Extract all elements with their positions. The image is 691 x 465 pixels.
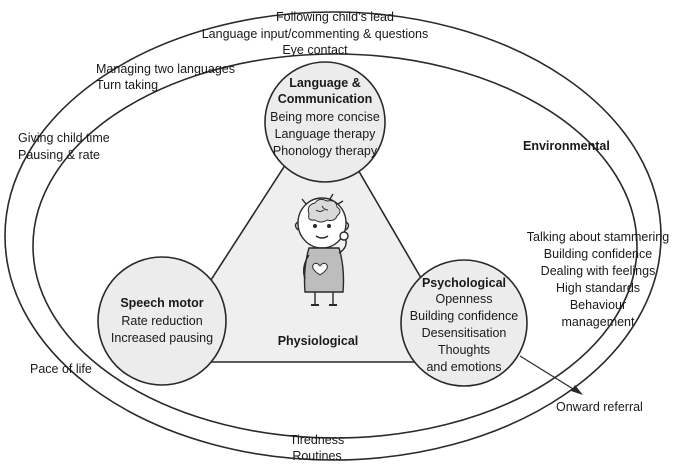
language-item: Language therapy <box>275 127 377 141</box>
environmental-item: High standards <box>556 281 640 295</box>
outer-ellipse <box>4 11 662 461</box>
speech-motor-item: Rate reduction <box>121 314 202 328</box>
onward-referral-label: Onward referral <box>556 400 643 414</box>
psychological-item: and emotions <box>426 360 501 374</box>
left-strategy-3: Giving child time <box>18 131 110 145</box>
environmental-item: management <box>562 315 635 329</box>
environmental-item: Dealing with feelings <box>541 264 656 278</box>
top-strategy-2: Language input/commenting & questions <box>202 27 429 41</box>
left-strategy-4: Pausing & rate <box>18 148 100 162</box>
environmental-item: Behaviour <box>570 298 626 312</box>
left-strategy-2: Turn taking <box>96 78 158 92</box>
environmental-title: Environmental <box>523 139 610 153</box>
inner-ellipse <box>32 53 638 439</box>
environmental-item: Talking about stammering <box>527 230 669 244</box>
child-figure-icon <box>294 193 350 306</box>
pace-of-life-label: Pace of life <box>30 362 92 376</box>
psychological-item: Thoughts <box>438 343 490 357</box>
onward-referral-arrow <box>519 355 583 395</box>
psychological-item: Desensitisation <box>422 326 507 340</box>
speech-motor-title: Speech motor <box>120 296 203 310</box>
top-strategy-3: Eye contact <box>282 43 348 57</box>
psychological-item: Openness <box>436 292 493 306</box>
environmental-item: Building confidence <box>544 247 652 261</box>
language-title: Language & <box>289 76 361 90</box>
psychological-circle <box>400 259 528 387</box>
speech-motor-circle <box>97 256 227 386</box>
bottom-strategy-1: Tiredness <box>290 433 344 447</box>
physiological-label: Physiological <box>278 334 359 348</box>
language-item: Being more concise <box>270 110 380 124</box>
psychological-item: Building confidence <box>410 309 518 323</box>
speech-motor-item: Increased pausing <box>111 331 213 345</box>
language-item: Phonology therapy <box>273 144 378 158</box>
language-circle <box>264 61 386 183</box>
top-strategy-1: Following child’s lead <box>276 10 394 24</box>
language-title: Communication <box>278 92 372 106</box>
left-strategy-1: Managing two languages <box>96 62 235 76</box>
psychological-title: Psychological <box>422 276 506 290</box>
bottom-strategy-2: Routines <box>292 449 341 463</box>
